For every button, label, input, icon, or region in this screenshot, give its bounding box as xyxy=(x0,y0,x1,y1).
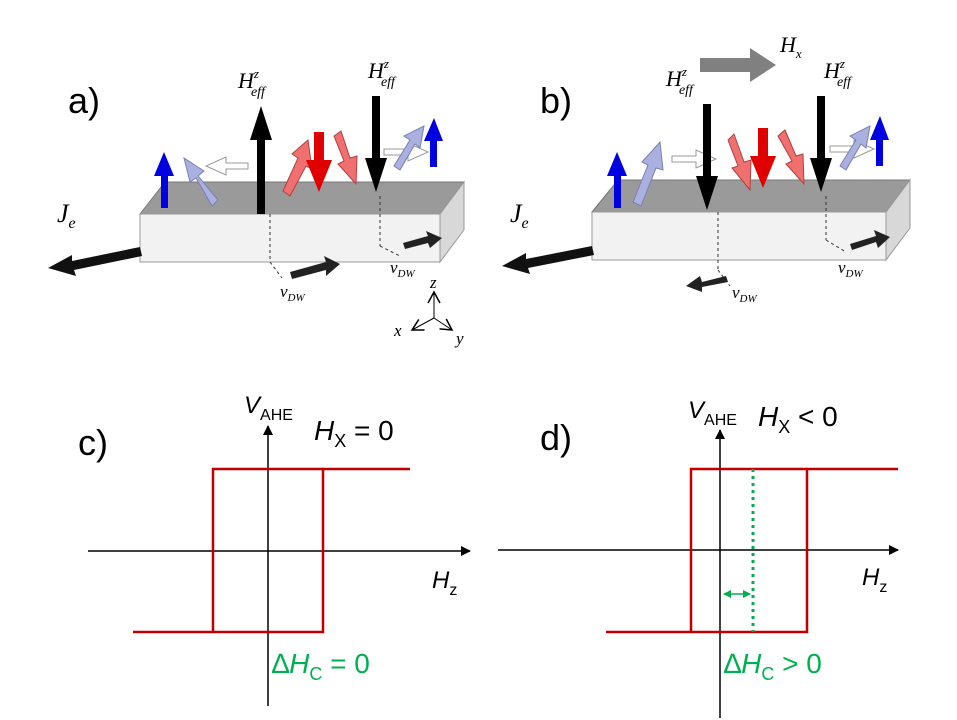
panel-d: d) VAHE HX < 0 Hz ∆HC > 0 xyxy=(498,397,899,718)
hx-label: Hx xyxy=(779,32,802,61)
heff-down-arrow-b xyxy=(696,104,718,210)
vdw-label-b-1: vDW xyxy=(732,283,757,305)
spin-up-blue-icon xyxy=(154,152,174,208)
spin-pink-icon xyxy=(282,139,313,197)
c-delta-label: ∆HC = 0 xyxy=(272,648,370,684)
je-label-b: Je xyxy=(510,199,529,232)
coordinate-axes: z x y xyxy=(393,273,464,348)
vdw-arrow-b-2 xyxy=(850,230,890,250)
spin-tilted-lavender-icon-2 xyxy=(393,125,425,171)
spin-tilted-lavender-icon xyxy=(183,156,219,207)
c-condition-label: HX = 0 xyxy=(314,415,394,451)
axis-z-label: z xyxy=(429,273,437,292)
vdw-arrow-2 xyxy=(403,231,442,249)
d-condition-label: HX < 0 xyxy=(758,401,838,437)
panel-c: c) VAHE HX = 0 Hz ∆HC = 0 xyxy=(78,392,471,706)
axis-y-label: y xyxy=(454,329,464,348)
spin-up-blue-icon-b xyxy=(607,152,627,208)
vdw-label-1: vDW xyxy=(280,282,305,304)
spin-up-blue-icon-b-2 xyxy=(870,116,889,166)
heff-down-arrow-b-2 xyxy=(810,96,832,192)
panel-a-label: a) xyxy=(68,80,100,121)
panel-d-label: d) xyxy=(540,417,572,458)
wire-bar xyxy=(138,180,465,279)
vdw-label-b-2: vDW xyxy=(838,258,863,280)
vdw-label-2: vDW xyxy=(390,258,415,280)
vdw-arrow-1 xyxy=(290,256,340,279)
spin-down-red-icon-b xyxy=(750,128,776,188)
axis-x-label: x xyxy=(393,321,402,340)
spin-down-red-icon xyxy=(306,132,332,192)
d-hysteresis-descending xyxy=(606,467,898,634)
heff-up-arrow xyxy=(250,106,272,214)
spin-pink-icon-b-2 xyxy=(777,129,805,186)
hx-arrow xyxy=(700,48,776,82)
spin-inplane-icon xyxy=(204,156,249,176)
spin-up-blue-icon-2 xyxy=(424,118,443,167)
spin-pink-icon-b xyxy=(727,133,752,192)
panel-c-label: c) xyxy=(78,422,108,463)
c-y-axis-label: VAHE xyxy=(244,392,293,424)
panel-b-label: b) xyxy=(540,80,572,121)
je-label: Je xyxy=(57,199,76,232)
c-x-axis-label: Hz xyxy=(432,567,457,599)
d-x-axis-label: Hz xyxy=(862,564,887,596)
spin-tilted-lavender-icon-b xyxy=(632,140,664,207)
d-delta-label: ∆HC > 0 xyxy=(724,648,822,684)
d-hysteresis-ascending xyxy=(689,467,807,632)
vdw-arrow-b-1 xyxy=(686,276,728,292)
wire-bar-b xyxy=(590,178,911,287)
spin-tilted-lavender-icon-b-2 xyxy=(839,125,871,171)
current-arrow-b xyxy=(502,246,594,274)
spin-pink-icon-2 xyxy=(333,130,358,186)
d-y-axis-label: VAHE xyxy=(688,397,737,429)
c-hysteresis-descending xyxy=(133,467,410,634)
c-hysteresis-ascending xyxy=(211,467,323,632)
heff-down-arrow xyxy=(365,96,387,192)
current-arrow xyxy=(48,247,142,276)
